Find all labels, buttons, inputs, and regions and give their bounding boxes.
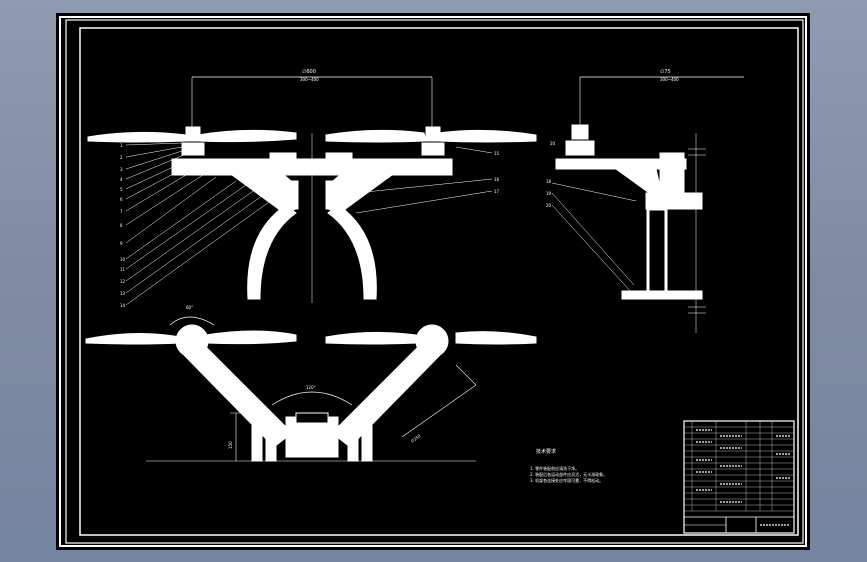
svg-text:14: 14 [120,303,126,308]
top-propeller-right-b [455,331,537,345]
top-angle-left: 60° [186,305,193,310]
svg-text:3: 3 [120,167,123,172]
side-top-dimension: ∅75 [660,69,671,75]
notes-line-2: 2. 装配后各运动部件应灵活，无卡滞现象。 [530,471,607,477]
motor-right [421,142,445,156]
front-right-labels: 15 16 17 [494,151,500,194]
outer-frame [59,16,807,547]
side-height-label: 20 [550,141,556,146]
svg-text:10: 10 [120,257,126,262]
motor-hub-left [185,126,201,142]
center-clamp-left [269,152,297,164]
side-body [659,152,685,196]
top-center-body [285,416,339,458]
front-view [87,76,537,306]
side-mount [645,192,703,210]
side-leader-lines [551,182,637,294]
svg-text:11: 11 [120,267,126,272]
notes-title: 技术要求 [536,448,556,455]
svg-text:19: 19 [546,191,552,196]
svg-text:18: 18 [546,179,552,184]
side-part-numbers: 18 19 20 [546,179,552,208]
center-clamp-right [325,152,353,164]
side-view [551,76,744,333]
side-foot [621,290,703,300]
side-top-dimension-sub: 300~400 [660,77,679,82]
drawing-sheet: ∅600 300~400 1 2 3 4 5 6 7 8 9 10 11 12 … [56,13,810,550]
svg-text:13: 13 [120,291,126,296]
svg-text:6: 6 [120,197,123,202]
top-leg-left-inner [265,424,277,462]
svg-text:20: 20 [546,203,552,208]
svg-text:16: 16 [494,177,500,182]
svg-text:7: 7 [120,209,123,214]
top-leg-right-inner [347,424,359,462]
svg-text:4: 4 [120,177,123,182]
cad-drawing: ∅600 300~400 1 2 3 4 5 6 7 8 9 10 11 12 … [59,16,807,547]
svg-text:15: 15 [494,151,500,156]
propeller-left-b [197,129,297,143]
svg-text:12: 12 [120,279,126,284]
motor-left [181,142,205,156]
top-arm-dimension: ∅250 [410,433,422,444]
leader-lines-right [355,146,493,214]
top-height-dimension: 150 [228,441,233,449]
front-top-dimension: ∅600 [302,69,316,75]
side-motor-top [571,124,589,140]
drawing-border [79,27,799,536]
top-view [85,316,537,462]
inner-frame-white [65,19,804,544]
svg-text:17: 17 [494,189,500,194]
svg-text:9: 9 [120,241,123,246]
svg-text:2: 2 [120,155,123,160]
leader-lines-left [125,142,277,306]
top-propeller-left-b [205,330,297,345]
svg-text:8: 8 [120,223,123,228]
notes-line-3: 3. 机架各连接处应牢固可靠，不得松动。 [530,477,603,483]
top-angle-bottom: 120° [306,385,316,390]
title-block [683,420,795,534]
svg-text:5: 5 [120,187,123,192]
front-part-numbers: 1 2 3 4 5 6 7 8 9 10 11 12 13 14 [120,143,126,308]
landing-gear-left [247,204,297,300]
body-side-right [325,180,347,210]
notes-line-1: 1. 零件装配前应清洗干净。 [530,465,579,471]
svg-text:1: 1 [120,143,123,148]
body-side-left [277,180,299,210]
top-leg-right-outer [361,420,373,462]
front-top-dimension-sub: 300~400 [300,77,319,82]
top-leg-left-outer [251,420,263,462]
propeller-right-b [437,129,537,143]
side-motor [565,140,595,156]
landing-gear-right [327,204,377,300]
motor-hub-right [425,126,441,142]
